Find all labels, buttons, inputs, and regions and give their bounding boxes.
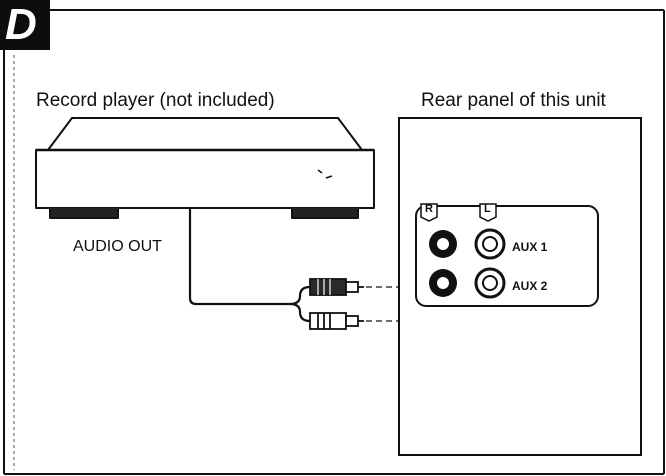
record-player-body: [35, 149, 375, 209]
audio-cable: [188, 208, 311, 323]
outer-frame: [3, 9, 665, 475]
rear-panel-label: Rear panel of this unit: [421, 90, 606, 111]
aux2-left-jack: [474, 267, 506, 299]
rca-plug-white: [309, 312, 364, 330]
aux1-label: AUX 1: [512, 240, 548, 254]
record-player: [35, 117, 375, 219]
record-player-lid: [47, 117, 363, 151]
section-letter: D: [5, 0, 37, 49]
rear-panel: [398, 117, 642, 456]
record-player-foot-left: [49, 208, 119, 219]
rca-plug-red: [309, 278, 364, 296]
aux1-right-jack: [429, 230, 457, 258]
jack-plate: [415, 205, 599, 307]
aux2-label: AUX 2: [512, 279, 548, 293]
record-player-foot-right: [291, 208, 359, 219]
channel-right-label: R: [425, 203, 433, 215]
aux2-right-jack: [429, 269, 457, 297]
record-player-label: Record player (not included): [36, 90, 275, 111]
aux1-left-jack: [474, 228, 506, 260]
channel-left-label: L: [484, 203, 491, 215]
section-badge: D: [0, 0, 50, 50]
audio-out-label: AUDIO OUT: [73, 238, 162, 255]
